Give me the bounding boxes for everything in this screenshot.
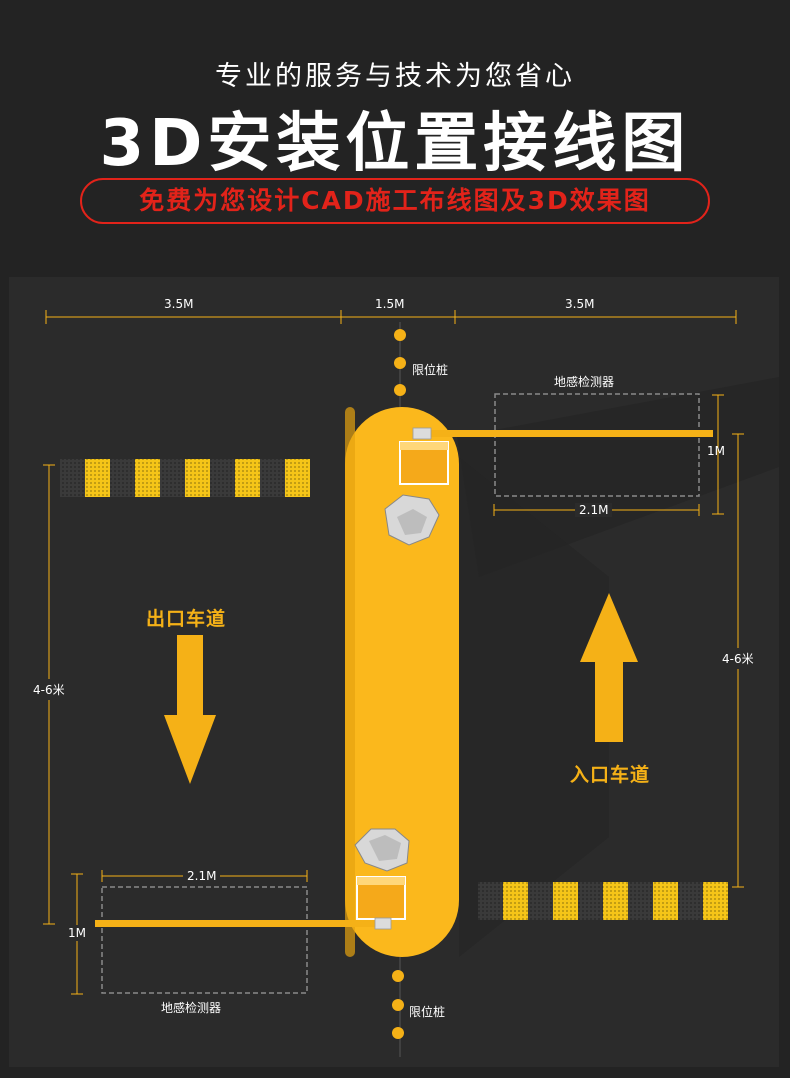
safety-island	[345, 407, 459, 957]
diagram-graphics	[43, 310, 779, 1057]
dim-label-center-width: 1.5M	[375, 297, 405, 311]
dim-label-right-width: 3.5M	[565, 297, 595, 311]
entry-arrow-up-icon	[580, 593, 638, 742]
exit-lane-label: 出口车道	[146, 608, 227, 630]
loop-detector-top	[494, 393, 700, 497]
barrier-arm-top	[419, 430, 713, 437]
barrier-arm-bottom	[95, 920, 385, 927]
exit-arrow-down-icon	[164, 635, 216, 784]
limit-post-top-1	[394, 329, 406, 341]
speed-bump-top-left	[60, 459, 310, 497]
page-title: 3D安装位置接线图	[99, 107, 691, 181]
limit-post-top-2	[394, 357, 406, 369]
page-subtitle: 专业的服务与技术为您省心	[215, 61, 575, 92]
camera-unit-bottom	[354, 828, 410, 872]
header: 专业的服务与技术为您省心 3D安装位置接线图 免费为您设计CAD施工布线图及3D…	[0, 0, 790, 270]
limit-post-label-top: 限位桩	[412, 363, 449, 377]
loop-detector-label-bottom: 地感检测器	[161, 1001, 222, 1015]
promo-banner: 免费为您设计CAD施工布线图及3D效果图	[80, 178, 710, 224]
loop-detector-label-top: 地感检测器	[554, 375, 615, 389]
limit-post-label-bottom: 限位桩	[409, 1005, 446, 1019]
dim-label-top-loop-1m: 1M	[707, 444, 725, 458]
limit-post-bottom-3	[392, 1027, 404, 1039]
limit-post-bottom-2	[392, 999, 404, 1011]
dim-label-bottom-loop-width: 2.1M	[183, 869, 221, 883]
dim-label-bottom-loop-1m: 1M	[68, 925, 86, 941]
dim-top-loop-1m	[712, 394, 724, 515]
dim-label-right-lane-depth: 4-6米	[722, 648, 754, 669]
installation-diagram: 3.5M 1.5M 3.5M 限位桩 地感检测器 1M 2.1M 4-6米 4-…	[9, 277, 779, 1067]
dim-label-left-width: 3.5M	[164, 297, 194, 311]
top-dimension-line	[45, 310, 737, 324]
entry-lane-label: 入口车道	[570, 764, 651, 786]
dim-label-left-lane-depth: 4-6米	[33, 679, 65, 700]
island-shadow	[459, 457, 609, 957]
loop-detector-bottom	[101, 886, 308, 994]
limit-post-bottom-1	[392, 970, 404, 982]
dim-label-top-loop-width: 2.1M	[575, 503, 613, 517]
limit-posts	[392, 329, 406, 1039]
limit-post-top-3	[394, 384, 406, 396]
speed-bump-bottom-right	[478, 882, 728, 920]
camera-unit-top	[384, 494, 440, 546]
